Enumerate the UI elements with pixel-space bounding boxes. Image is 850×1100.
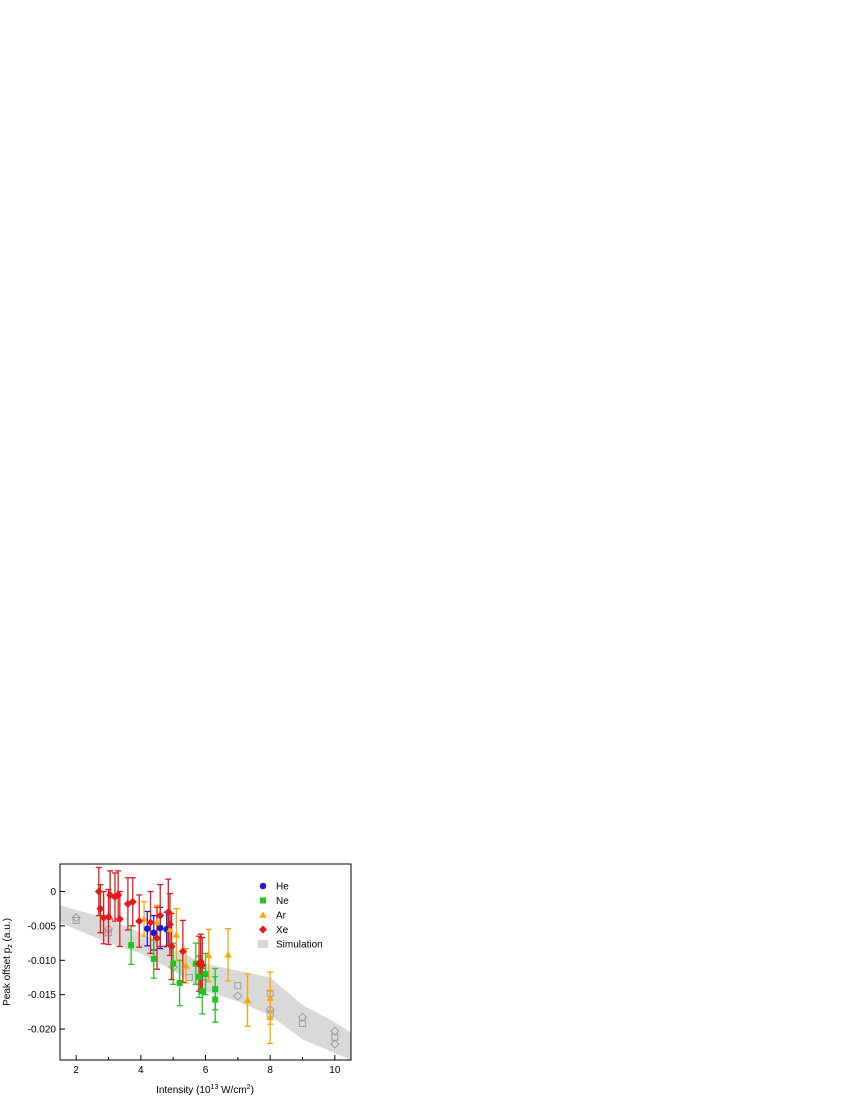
simulation-point bbox=[71, 913, 81, 923]
y-axis-label: Peak offset pz (a.u.) bbox=[2, 918, 14, 1006]
x-tick-label: 6 bbox=[203, 1065, 209, 1076]
xe-point bbox=[115, 915, 124, 924]
xe-point bbox=[146, 918, 155, 927]
ar-point bbox=[153, 918, 161, 926]
legend-item-ar: Ar bbox=[259, 911, 287, 922]
legend-swatch bbox=[258, 940, 268, 948]
ar-point bbox=[266, 1013, 274, 1021]
y-tick-label: -0.005 bbox=[28, 921, 57, 932]
axes: 2 4 6 8 10 0 -0.005 -0.010 -0.015 -0.020 bbox=[28, 887, 341, 1076]
x-tick-label: 4 bbox=[138, 1065, 144, 1076]
ne-point bbox=[150, 955, 157, 962]
ne-point bbox=[202, 971, 209, 978]
xe-point bbox=[99, 913, 108, 922]
ne-point bbox=[128, 942, 135, 949]
ar-point bbox=[243, 996, 252, 1003]
y-tick-label: -0.010 bbox=[28, 956, 57, 967]
simulation-point bbox=[297, 1012, 308, 1022]
simulation-point bbox=[233, 991, 243, 1001]
legend-item-ne: Ne bbox=[260, 896, 289, 907]
ne-point bbox=[212, 996, 219, 1003]
legend-label: He bbox=[276, 882, 289, 893]
ne-point bbox=[199, 988, 206, 995]
xe-point bbox=[128, 897, 137, 906]
ne-point bbox=[170, 960, 177, 967]
legend-marker bbox=[260, 897, 266, 904]
simulation-point bbox=[299, 1020, 306, 1028]
he-point bbox=[156, 924, 164, 932]
ar-point bbox=[266, 994, 274, 1001]
legend-marker bbox=[259, 882, 267, 890]
legend-label: Simulation bbox=[276, 940, 323, 951]
legend-marker bbox=[259, 925, 267, 934]
simulation-point bbox=[330, 1026, 340, 1036]
xe-point bbox=[96, 904, 105, 913]
xe-point bbox=[198, 961, 207, 970]
legend-item-he: He bbox=[259, 882, 289, 893]
y-tick-label: -0.020 bbox=[28, 1025, 57, 1036]
legend-marker bbox=[259, 911, 267, 918]
xe-point bbox=[178, 947, 187, 956]
simulation-point bbox=[330, 1039, 340, 1049]
xe-point bbox=[94, 887, 103, 896]
simulation-point bbox=[72, 916, 80, 924]
xe-point bbox=[135, 917, 144, 926]
he-point bbox=[150, 929, 158, 937]
he-point bbox=[144, 925, 151, 932]
ne-point bbox=[212, 986, 219, 993]
simulation-point bbox=[234, 982, 242, 990]
xe-point bbox=[104, 912, 113, 921]
xe-point bbox=[165, 920, 174, 929]
data-points bbox=[94, 887, 274, 1021]
ar-point bbox=[224, 950, 232, 958]
y-tick-label: -0.015 bbox=[28, 990, 57, 1001]
x-tick-label: 8 bbox=[267, 1065, 273, 1076]
xe-point bbox=[114, 890, 123, 899]
legend-label: Ar bbox=[276, 911, 287, 922]
ar-point bbox=[205, 951, 213, 959]
legend-label: Ne bbox=[276, 896, 289, 907]
ar-point bbox=[172, 931, 180, 938]
x-tick-label: 10 bbox=[329, 1065, 341, 1076]
xe-point bbox=[167, 942, 176, 951]
ar-point bbox=[182, 961, 190, 969]
legend-label: Xe bbox=[276, 925, 289, 936]
y-tick-label: 0 bbox=[50, 887, 56, 898]
legend-item-simulation: Simulation bbox=[258, 940, 323, 951]
x-axis-label: Intensity (1013 W/cm2) bbox=[156, 1084, 254, 1096]
x-tick-label: 2 bbox=[73, 1065, 79, 1076]
ne-point bbox=[176, 979, 183, 986]
ar-point bbox=[166, 925, 174, 933]
xe-point bbox=[164, 908, 173, 917]
xe-point bbox=[153, 934, 161, 943]
legend-item-xe: Xe bbox=[259, 925, 289, 936]
xe-point bbox=[156, 911, 165, 920]
ne-point bbox=[196, 973, 203, 980]
